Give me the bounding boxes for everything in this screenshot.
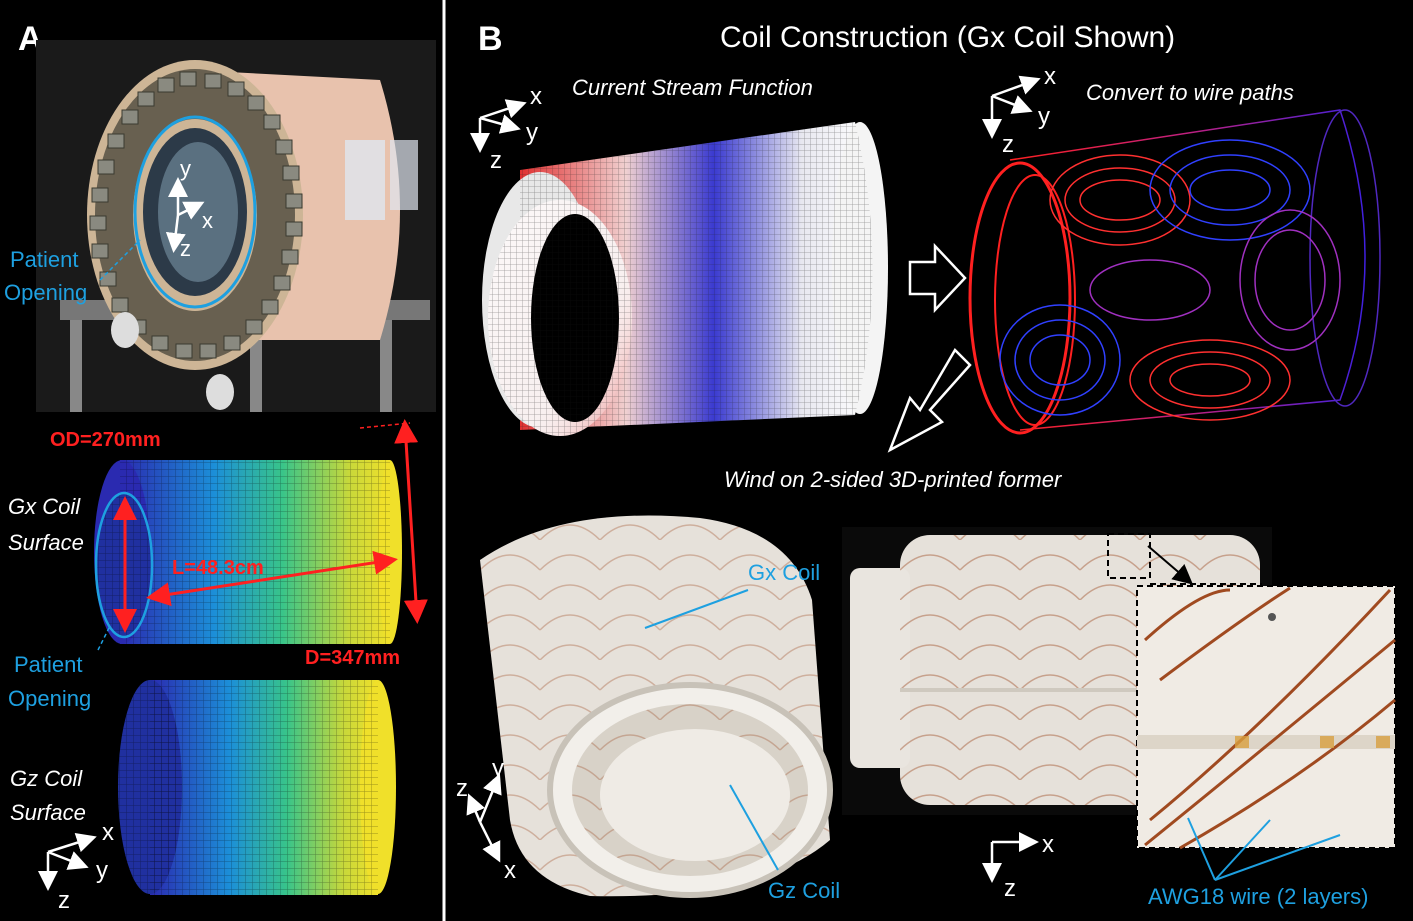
former-axis-x: x — [504, 857, 516, 884]
wire-inset — [1136, 585, 1396, 850]
panel-a-axis-y: y — [96, 857, 108, 884]
diameter-label: D=347mm — [305, 647, 400, 669]
panel-a-axis-z: z — [58, 887, 70, 914]
patient-opening2-label-2: Opening — [8, 686, 91, 711]
photo-axis-y: y — [180, 156, 191, 181]
wire-axis-z: z — [1002, 131, 1014, 158]
arrow-down-left — [887, 347, 972, 453]
wire-leader-1 — [1187, 817, 1216, 881]
panel-a-axes — [38, 833, 97, 891]
stream-axes — [470, 99, 527, 153]
wire-path-cylinder — [968, 109, 1381, 435]
former-axes — [466, 773, 502, 863]
patient-opening-label-2: Opening — [4, 280, 87, 305]
patient-opening-leader-2 — [97, 625, 111, 651]
od-label: OD=270mm — [50, 429, 161, 451]
panel-a-axis-x: x — [102, 819, 114, 846]
gx-coil-label: Gx Coil — [748, 560, 820, 585]
wire-leader-2 — [1214, 819, 1271, 881]
gz-surface-label-1: Gz Coil — [10, 766, 83, 791]
stream-axis-y: y — [526, 119, 538, 146]
former-axis-y: y — [492, 755, 504, 782]
stream-function-cylinder — [482, 122, 888, 436]
former-photo-1 — [480, 515, 833, 898]
patient-opening2-label-1: Patient — [14, 652, 83, 677]
wire-paths-label: Convert to wire paths — [1086, 80, 1294, 105]
photo-axes-b — [982, 832, 1039, 883]
scanner-photo — [36, 40, 436, 412]
photo-b-axis-z: z — [1004, 875, 1016, 902]
wire-leader-3 — [1214, 834, 1341, 881]
gz-coil-surface — [118, 680, 396, 895]
gz-coil-label: Gz Coil — [768, 878, 840, 903]
gz-surface-label-2: Surface — [10, 800, 86, 825]
photo-axes — [165, 177, 205, 253]
stream-axis-z: z — [490, 147, 502, 174]
wire-axis-x: x — [1044, 63, 1056, 90]
former-axis-z: z — [456, 775, 468, 802]
arrow-right — [908, 242, 967, 314]
photo-b-axis-x: x — [1042, 831, 1054, 858]
wind-label: Wind on 2-sided 3D-printed former — [724, 467, 1063, 492]
gx-coil-leader — [644, 589, 749, 629]
patient-opening-label-1: Patient — [10, 247, 79, 272]
dimension-arrows — [113, 419, 428, 633]
photo-axis-x: x — [202, 208, 213, 233]
gx-surface-label-2: Surface — [8, 530, 84, 555]
gx-surface-label-1: Gx Coil — [8, 494, 81, 519]
gz-coil-leader — [729, 784, 779, 871]
wire-axes — [982, 75, 1041, 139]
length-label: L=48.3cm — [172, 557, 264, 579]
wire-axis-y: y — [1038, 103, 1050, 130]
stream-axis-x: x — [530, 83, 542, 110]
stream-function-label: Current Stream Function — [572, 75, 813, 100]
panel-b-letter: B — [478, 20, 503, 58]
panel-b-title: Coil Construction (Gx Coil Shown) — [720, 21, 1175, 54]
patient-opening-leader — [99, 239, 141, 281]
wire-label: AWG18 wire (2 layers) — [1148, 884, 1368, 909]
photo-axis-z: z — [180, 236, 191, 261]
gx-coil-surface — [94, 460, 402, 644]
